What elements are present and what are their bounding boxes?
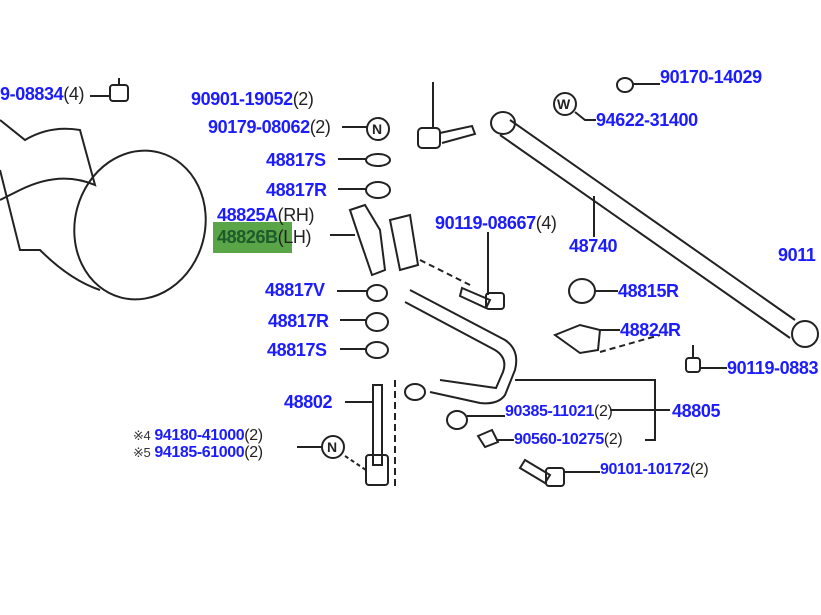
part-label[interactable]: 90385-11021(2) xyxy=(505,403,613,420)
part-number[interactable]: 9011 xyxy=(778,245,816,265)
part-label[interactable]: 48740 xyxy=(569,236,617,256)
part-label[interactable]: 94622-31400 xyxy=(596,110,698,130)
part-number[interactable]: 48817R xyxy=(266,180,327,200)
part-number[interactable]: 94622-31400 xyxy=(596,110,698,130)
bolt-icon xyxy=(109,78,129,102)
part-label[interactable]: 90179-08062(2) xyxy=(208,117,331,137)
part-number[interactable]: 90901-19052 xyxy=(191,89,293,109)
part-number[interactable]: 48817S xyxy=(266,150,326,170)
bracket xyxy=(348,203,420,277)
part-number[interactable]: 48817S xyxy=(267,340,327,360)
part-label[interactable]: 90119-08667(4) xyxy=(435,213,557,233)
part-number[interactable]: 90119-08667 xyxy=(435,213,536,233)
part-number[interactable]: 48805 xyxy=(672,401,721,421)
part-label[interactable]: 48817V xyxy=(265,280,325,300)
part-label[interactable]: 90901-19052(2) xyxy=(191,89,314,109)
part-label[interactable]: 48802 xyxy=(284,392,332,412)
n-symbol: N xyxy=(372,121,382,137)
note-mark: ※4 xyxy=(133,428,151,443)
part-number[interactable]: 94185-61000 xyxy=(154,444,245,461)
part-number[interactable]: 48817V xyxy=(265,280,325,300)
part-label[interactable]: 48817S xyxy=(266,150,326,170)
part-number[interactable]: 90385-11021 xyxy=(505,403,595,420)
part-number[interactable]: 48802 xyxy=(284,392,333,412)
n-symbol: N xyxy=(327,439,337,455)
part-number[interactable]: 90560-10275 xyxy=(514,431,604,448)
quantity: (2) xyxy=(309,117,331,137)
part-label[interactable]: 48817R xyxy=(266,180,327,200)
quantity: (4) xyxy=(63,84,85,104)
part-label[interactable]: 9-08834(4) xyxy=(0,84,84,104)
part-label-highlighted[interactable]: 48826B(LH) xyxy=(217,227,311,247)
note-mark: ※5 xyxy=(133,445,151,460)
part-number[interactable]: 48740 xyxy=(569,236,618,256)
part-label[interactable]: 9011 xyxy=(778,245,816,265)
stabilizer-bar xyxy=(409,289,518,405)
quantity: (RH) xyxy=(277,205,315,225)
w-washer-icon xyxy=(553,92,577,116)
part-number[interactable]: 48817R xyxy=(268,311,329,331)
part-number[interactable]: 90179-08062 xyxy=(208,117,310,137)
quantity: (2) xyxy=(244,444,263,461)
quantity: (2) xyxy=(689,461,709,478)
quantity: (4) xyxy=(535,213,557,233)
n-washer-icon xyxy=(366,117,390,141)
part-number[interactable]: 48824R xyxy=(620,320,681,340)
part-label[interactable]: 48817R xyxy=(268,311,329,331)
quantity: (2) xyxy=(244,427,263,444)
axle-flange xyxy=(73,149,207,301)
part-label[interactable]: 48815R xyxy=(618,281,679,301)
part-label[interactable]: 48824R xyxy=(620,320,681,340)
lateral-rod xyxy=(499,119,796,339)
part-label[interactable]: 90119-0883 xyxy=(727,358,819,378)
part-label[interactable]: 90101-10172(2) xyxy=(600,461,709,478)
part-label[interactable]: ※4 94180-41000(2) xyxy=(133,427,263,444)
quantity: (2) xyxy=(594,403,613,420)
part-label[interactable]: 48805 xyxy=(672,401,720,421)
part-number[interactable]: 90101-10172 xyxy=(600,461,690,478)
part-number[interactable]: 48815R xyxy=(618,281,679,301)
part-label[interactable]: 48817S xyxy=(267,340,327,360)
quantity: (2) xyxy=(292,89,314,109)
part-label[interactable]: ※5 94185-61000(2) xyxy=(133,444,263,461)
part-number[interactable]: 94180-41000 xyxy=(154,427,245,444)
w-symbol: W xyxy=(557,96,570,112)
stabilizer-link xyxy=(372,384,383,466)
part-label[interactable]: 90560-10275(2) xyxy=(514,431,623,448)
part-number[interactable]: 90119-0883 xyxy=(727,358,819,378)
quantity: (2) xyxy=(603,431,623,448)
part-number[interactable]: 9-08834 xyxy=(0,84,64,104)
part-label[interactable]: 90170-14029 xyxy=(660,67,762,87)
differential-housing xyxy=(0,119,97,201)
part-number[interactable]: 90170-14029 xyxy=(660,67,762,87)
part-label[interactable]: 48825A(RH) xyxy=(217,205,314,225)
highlight-box xyxy=(213,222,292,253)
part-number[interactable]: 48826B xyxy=(217,227,278,247)
quantity: (LH) xyxy=(277,227,312,247)
part-number[interactable]: 48825A xyxy=(217,205,278,225)
